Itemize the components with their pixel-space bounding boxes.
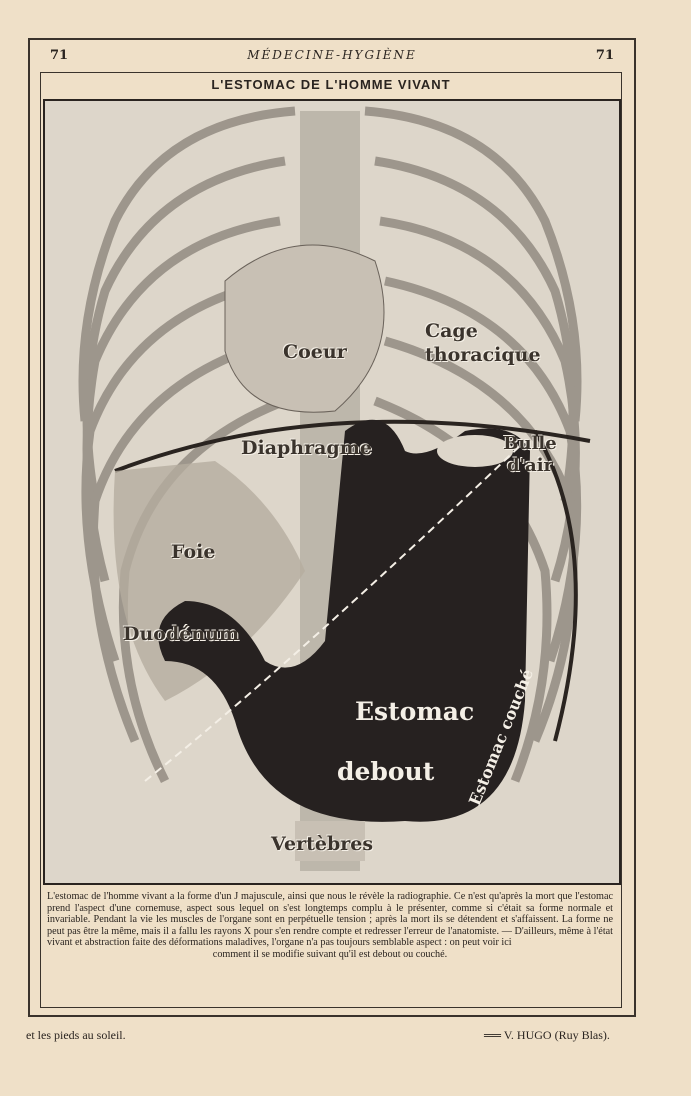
page-number-left: 71 xyxy=(50,48,69,63)
label-foie: Foie xyxy=(171,541,216,563)
article-frame: L'ESTOMAC DE L'HOMME VIVANT xyxy=(40,72,622,1008)
running-title: MÉDECINE-HYGIÈNE xyxy=(247,48,417,62)
rib-cage xyxy=(78,106,582,784)
label-cage: Cage thoracique xyxy=(425,320,541,366)
label-coeur: Coeur xyxy=(283,341,347,363)
label-diaphragme: Diaphragme xyxy=(241,437,372,459)
label-bulle-air: Bulle d'air xyxy=(503,433,557,476)
caption: L'estomac de l'homme vivant a la forme d… xyxy=(47,891,613,961)
page-number-right: 71 xyxy=(595,48,614,63)
stomach-standing xyxy=(158,419,530,822)
label-debout: debout xyxy=(337,757,435,786)
lying-stomach-outline xyxy=(144,440,526,782)
running-header: 71 MÉDECINE-HYGIÈNE 71 xyxy=(30,44,634,66)
caption-last-line: comment il se modifie suivant qu'il est … xyxy=(212,948,448,960)
article-title: L'ESTOMAC DE L'HOMME VIVANT xyxy=(211,77,451,92)
footer-attribution: ══ V. HUGO (Ruy Blas). xyxy=(484,1028,610,1042)
footer-left-text: et les pieds au soleil. xyxy=(26,1028,126,1042)
page-border: 71 MÉDECINE-HYGIÈNE 71 L'ESTOMAC DE L'HO… xyxy=(28,38,636,1017)
lying-stomach-edge xyxy=(533,429,578,742)
stomach-illustration: Coeur Cage thoracique Diaphragme Bulle d… xyxy=(43,99,621,885)
diaphragm-line xyxy=(114,419,591,473)
air-bubble xyxy=(437,435,513,467)
label-estomac: Estomac xyxy=(355,697,475,726)
vertebra xyxy=(295,821,365,861)
anatomy-drawing xyxy=(78,106,591,871)
label-vertebres: Vertèbres xyxy=(271,833,374,855)
label-duodenum: Duodénum xyxy=(123,623,240,645)
heart-shape xyxy=(224,244,385,413)
caption-text: L'estomac de l'homme vivant a la forme d… xyxy=(47,891,613,949)
